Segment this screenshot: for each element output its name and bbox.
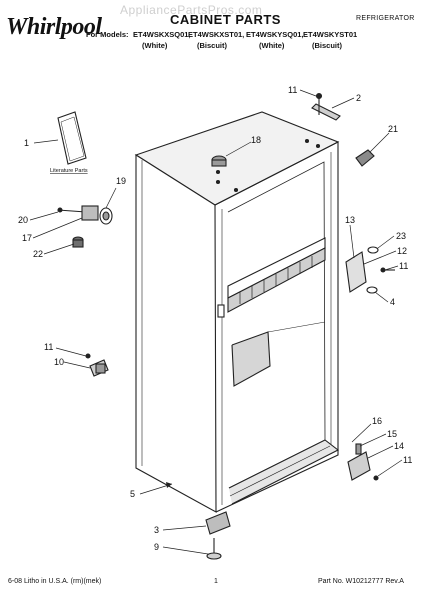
callout-19: 19	[116, 176, 126, 186]
model-variant: (Biscuit)	[312, 41, 342, 50]
callout-1: 1	[24, 138, 29, 148]
cabinet-front-frame	[214, 141, 339, 513]
callout-9: 9	[154, 542, 159, 552]
callout-11-center: 11	[399, 261, 408, 271]
product-category: REFRIGERATOR	[356, 15, 415, 22]
callout-22: 22	[33, 249, 43, 259]
callout-20: 20	[18, 215, 28, 225]
model-variant: (White)	[259, 41, 285, 50]
callout-11-bottom: 11	[403, 455, 412, 465]
model-number: ET4WSKYSQ01,	[246, 30, 304, 39]
callout-21: 21	[388, 124, 398, 134]
callout-11-left: 11	[44, 342, 53, 352]
callout-16: 16	[372, 416, 382, 426]
leveling-bracket-part-3	[205, 511, 231, 535]
watermark-text: AppliancePartsPros.com	[120, 3, 263, 17]
model-number: ET4WSKXST01,	[188, 30, 245, 39]
model-variant: (Biscuit)	[197, 41, 227, 50]
footer-litho: 6-08 Litho in U.S.A. (rm)(mek)	[8, 578, 102, 585]
hinge-cover-part-21	[355, 149, 375, 167]
callout-23: 23	[396, 231, 406, 241]
literature-parts-label: Literature Parts	[50, 168, 88, 174]
hinge-pin-part-15	[355, 443, 362, 455]
footer-part-number: Part No. W10212777 Rev.A	[318, 578, 404, 585]
callout-5: 5	[130, 489, 135, 499]
model-variant: (White)	[142, 41, 168, 50]
cabinet-side-panel	[135, 154, 217, 513]
leveling-leg-part-9	[206, 552, 222, 560]
washer-part-4	[366, 286, 378, 294]
callout-18: 18	[251, 135, 261, 145]
callout-3: 3	[154, 525, 159, 535]
brand-logo: Whirlpool	[6, 14, 102, 40]
bottom-hinge-part-14	[347, 451, 371, 481]
literature-parts-booklet	[57, 111, 87, 165]
callout-10: 10	[54, 357, 64, 367]
callout-12: 12	[397, 246, 407, 256]
callout-4: 4	[390, 297, 395, 307]
washer-part-23	[367, 246, 379, 254]
model-number: ET4WSKXSQ01,	[133, 30, 191, 39]
for-models-label: For Models:	[86, 30, 129, 39]
callout-13: 13	[345, 215, 355, 225]
footer-page-number: 1	[214, 578, 218, 585]
callout-17: 17	[22, 233, 32, 243]
center-hinge-part-12	[345, 251, 367, 293]
interior-compartment	[231, 331, 271, 387]
thermostat-assembly-part-17	[81, 205, 99, 221]
callout-15: 15	[387, 429, 397, 439]
callout-labels: 1 2 3 4 5 9 10 11 11 11 11 12 13 14 15 1…	[18, 85, 412, 552]
screw-part-11	[315, 92, 323, 100]
model-number: ET4WSKYST01	[303, 30, 358, 39]
callout-14: 14	[394, 441, 404, 451]
callout-2: 2	[356, 93, 361, 103]
page-title: CABINET PARTS	[170, 12, 281, 27]
callout-11-top: 11	[288, 85, 297, 95]
